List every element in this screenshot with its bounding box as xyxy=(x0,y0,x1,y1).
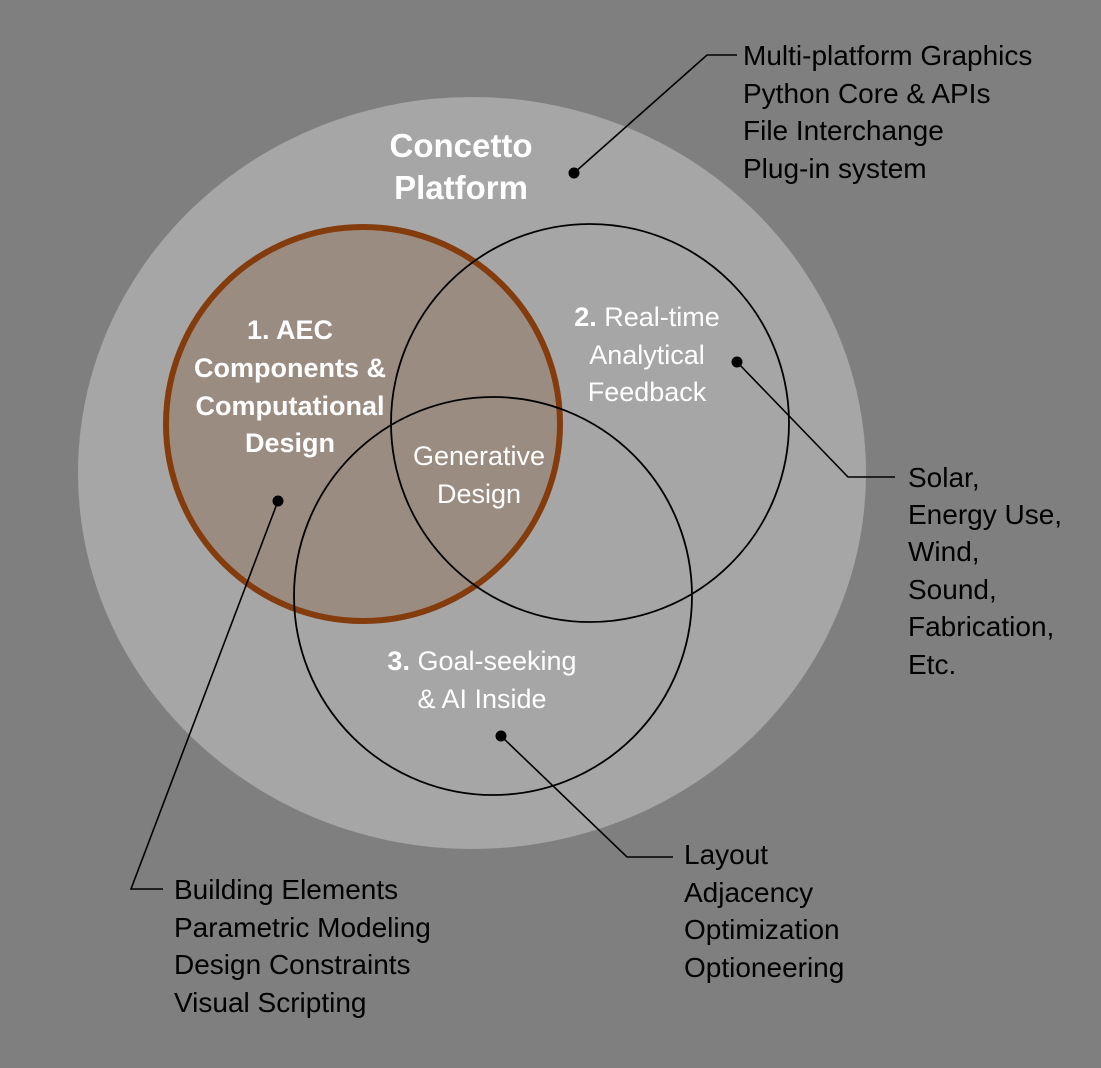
callout-analytical-item: Wind, xyxy=(908,536,980,567)
circle2-label-line3: Feedback xyxy=(588,377,707,407)
callout-components-item: Building Elements xyxy=(174,874,398,905)
callout-goal-item: Layout xyxy=(684,839,768,870)
circle1-label-line1: 1. AEC xyxy=(247,315,333,345)
leader-platform-dot xyxy=(568,167,580,179)
callout-platform: Multi-platform Graphics Python Core & AP… xyxy=(743,40,1032,184)
callout-analytical-item: Etc. xyxy=(908,649,956,680)
callout-goal-item: Optimization xyxy=(684,914,840,945)
circle1-label-line4: Design xyxy=(245,428,335,458)
circle-aec-components xyxy=(163,224,563,624)
callout-goal-seeking: Layout Adjacency Optimization Optioneeri… xyxy=(684,839,844,983)
callout-components: Building Elements Parametric Modeling De… xyxy=(174,874,431,1018)
platform-title-line2: Platform xyxy=(394,169,528,206)
callout-platform-item: Multi-platform Graphics xyxy=(743,40,1032,71)
circle2-label-line2: Analytical xyxy=(589,340,705,370)
circle-realtime-feedback xyxy=(390,223,790,623)
leader-analytical xyxy=(736,361,895,478)
callout-platform-item: Plug-in system xyxy=(743,153,927,184)
callout-goal-item: Optioneering xyxy=(684,952,844,983)
center-label-line2: Design xyxy=(437,479,521,509)
circle3-number: 3. xyxy=(387,646,410,676)
callout-platform-item: File Interchange xyxy=(743,115,944,146)
leader-platform xyxy=(573,54,737,174)
callout-analytical-item: Sound, xyxy=(908,574,997,605)
callout-components-item: Visual Scripting xyxy=(174,987,366,1018)
circle1-label-line2: Components & xyxy=(194,353,386,383)
callout-analytical-item: Solar, xyxy=(908,462,980,493)
leader-goal-seeking xyxy=(500,735,673,858)
callout-analytical: Solar, Energy Use, Wind, Sound, Fabricat… xyxy=(908,462,1062,680)
circle3-label-line2: & AI Inside xyxy=(417,684,546,714)
leader-components xyxy=(129,500,279,890)
circle1-label-line3: Computational xyxy=(196,391,385,421)
circle3-label-line1: 3. Goal-seeking xyxy=(387,646,576,676)
circle2-title: Real-time xyxy=(604,302,720,332)
center-label-line1: Generative xyxy=(413,441,545,471)
callout-analytical-item: Energy Use, xyxy=(908,499,1062,530)
callout-goal-item: Adjacency xyxy=(684,877,813,908)
callout-analytical-item: Fabrication, xyxy=(908,611,1054,642)
circle2-number: 2. xyxy=(574,302,597,332)
callout-components-item: Parametric Modeling xyxy=(174,912,431,943)
leader-goal-seeking-dot xyxy=(495,730,507,742)
leader-components-dot xyxy=(272,495,284,507)
circle2-label-line1: 2. Real-time xyxy=(574,302,720,332)
platform-title: Concetto xyxy=(390,127,533,164)
callout-platform-item: Python Core & APIs xyxy=(743,78,990,109)
circle3-title: Goal-seeking xyxy=(417,646,576,676)
callout-components-item: Design Constraints xyxy=(174,949,411,980)
leader-analytical-dot xyxy=(731,356,743,368)
circle-goal-seeking xyxy=(293,396,693,796)
